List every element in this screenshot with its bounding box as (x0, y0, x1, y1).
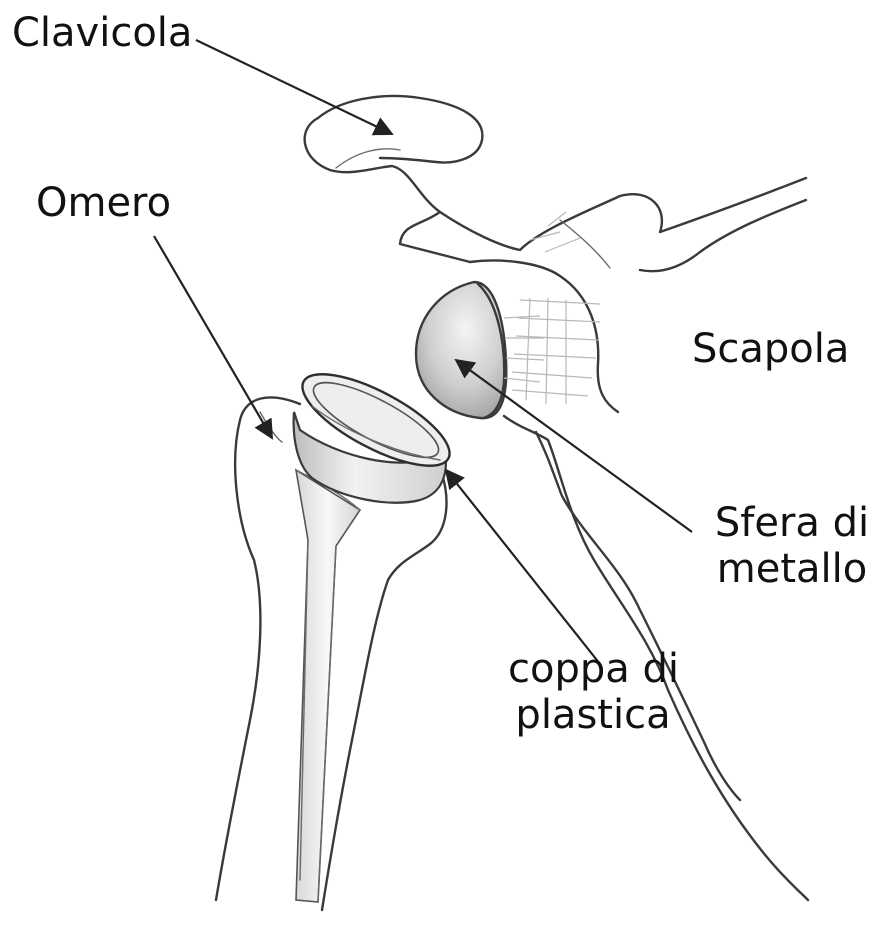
humeral-stem (296, 470, 360, 902)
pointer-sfera (456, 360, 692, 532)
pointer-omero (154, 236, 272, 438)
label-metal-ball-line2: metallo (704, 546, 880, 592)
clavicle-bone (305, 96, 806, 271)
pointer-clavicola (196, 40, 392, 134)
metal-ball (416, 282, 544, 418)
label-humerus-text: Omero (36, 180, 171, 226)
label-humerus: Omero (36, 180, 171, 226)
label-scapula-text: Scapola (692, 326, 849, 372)
label-metal-ball: Sfera di metallo (704, 500, 880, 592)
label-plastic-cup-line2: plastica (508, 692, 678, 738)
label-clavicle-text: Clavicola (12, 10, 192, 56)
label-scapula: Scapola (692, 326, 849, 372)
label-metal-ball-line1: Sfera di (704, 500, 880, 546)
label-plastic-cup: coppa di plastica (508, 646, 678, 738)
label-clavicle: Clavicola (12, 10, 192, 56)
label-plastic-cup-line1: coppa di (508, 646, 678, 692)
pointer-coppa (446, 470, 600, 664)
